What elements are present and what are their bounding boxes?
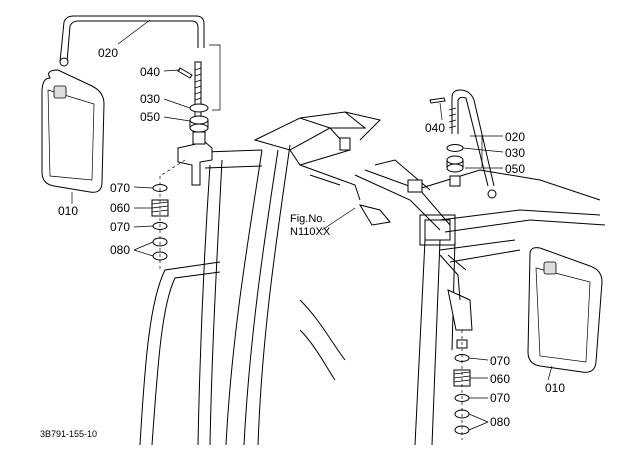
callout-080-left: 080: [110, 243, 130, 257]
callout-080-right: 080: [490, 415, 510, 429]
figure-reference: Fig.No. N110XX: [290, 213, 331, 238]
callout-010-left: 010: [58, 204, 78, 218]
callout-050-right: 050: [505, 162, 525, 176]
bracket-left: [177, 141, 213, 186]
callout-070a-right: 070: [490, 354, 510, 368]
right-callout-labels: 040 020 030 050 070 060 070 080 010: [425, 121, 565, 429]
bracket-plate: [447, 289, 473, 331]
callout-010-right: 010: [545, 381, 565, 395]
stay-ball-left: [59, 57, 69, 67]
callout-070a-left: 070: [110, 181, 130, 195]
callout-040-left: 040: [140, 65, 160, 79]
cab-frame: [139, 111, 606, 446]
pin-right: [429, 97, 446, 104]
callout-060-left: 060: [110, 201, 130, 215]
fig-no-value: N110XX: [290, 226, 331, 238]
callout-070b-left: 070: [110, 220, 130, 234]
bracket-plate: [358, 204, 391, 226]
mirror-head-left: [41, 69, 105, 193]
frame-block: [407, 179, 423, 193]
frame-block: [339, 137, 351, 151]
collar-right: [449, 175, 461, 187]
callout-030-left: 030: [140, 92, 160, 106]
callout-020-right: 020: [505, 130, 525, 144]
callout-020-left: 020: [98, 46, 118, 60]
washer-030-right: [446, 144, 464, 152]
collar-left: [192, 131, 206, 145]
left-callout-labels: 020 040 030 050 010 070 060 070 080: [58, 46, 160, 257]
mirror-head-right: [527, 247, 603, 373]
mirror-stay-right: [451, 89, 495, 187]
callout-060-right: 060: [490, 372, 510, 386]
washer-030-left: [189, 103, 209, 113]
right-mirror-assembly: [429, 89, 603, 440]
bushing-050-right: [446, 155, 464, 165]
drawing-code: 3B791-155-10: [40, 429, 97, 439]
stay-ball-right: [487, 189, 497, 199]
callout-070b-right: 070: [490, 391, 510, 405]
fig-no-label: Fig.No.: [290, 213, 325, 225]
callout-050-left: 050: [140, 110, 160, 124]
mirror-mount-right: [543, 261, 557, 275]
left-mirror-assembly: [41, 15, 221, 270]
mirror-mount-left: [53, 85, 67, 99]
pin-left: [177, 67, 193, 79]
callout-030-right: 030: [505, 146, 525, 160]
bushing-050-left: [189, 115, 209, 125]
callout-040-right: 040: [425, 121, 445, 135]
leader-lines: [71, 19, 553, 431]
mirror-stay-left: [59, 15, 205, 63]
